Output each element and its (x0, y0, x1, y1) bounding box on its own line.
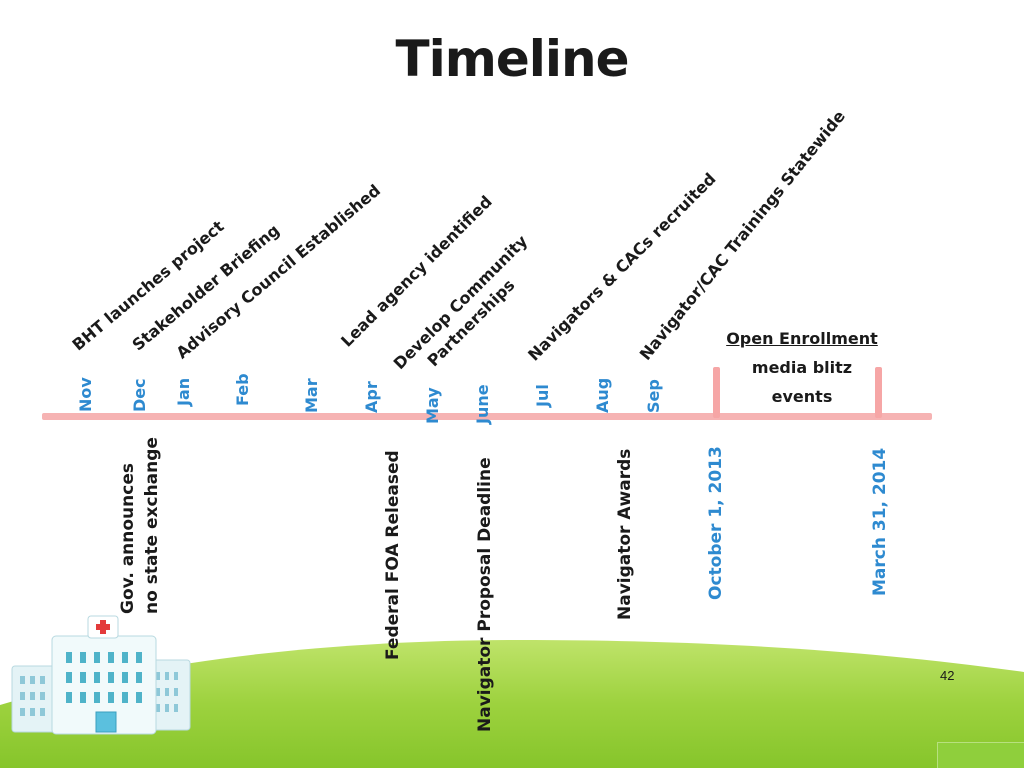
open-enrollment-start-marker (713, 367, 720, 418)
date-october-1-2013: October 1, 2013 (706, 446, 726, 600)
open-enrollment-line1: media blitz (751, 358, 853, 377)
event-below-gov-announces: Gov. announces no state exchange (118, 437, 162, 614)
slide-title: Timeline (395, 30, 629, 88)
page-number: 42 (940, 668, 955, 683)
month-label-dec: Dec (130, 378, 149, 412)
event-below-navigator-awards: Navigator Awards (615, 448, 635, 620)
month-label-jan: Jan (174, 377, 193, 406)
month-label-jul: Jul (533, 384, 552, 407)
open-enrollment-line2: events (771, 387, 833, 406)
date-march-31-2014: March 31, 2014 (870, 447, 890, 596)
month-label-aug: Aug (593, 377, 612, 413)
open-enrollment-title: Open Enrollment (726, 329, 878, 348)
hospital-building-icon (11, 615, 191, 735)
month-label-apr: Apr (362, 381, 381, 413)
month-label-june: June (473, 384, 492, 424)
open-enrollment-note: Open Enrollment media blitz events (705, 324, 899, 411)
event-below-federal-foa: Federal FOA Released (383, 450, 403, 660)
open-enrollment-end-marker (875, 367, 882, 418)
timeline-axis (42, 413, 932, 420)
month-label-sep: Sep (644, 379, 663, 413)
month-label-may: May (423, 387, 442, 424)
event-below-proposal-deadline: Navigator Proposal Deadline (475, 457, 495, 732)
month-label-nov: Nov (76, 377, 95, 412)
month-label-feb: Feb (233, 373, 252, 406)
month-label-mar: Mar (302, 378, 321, 413)
corner-green-box (937, 742, 1024, 768)
